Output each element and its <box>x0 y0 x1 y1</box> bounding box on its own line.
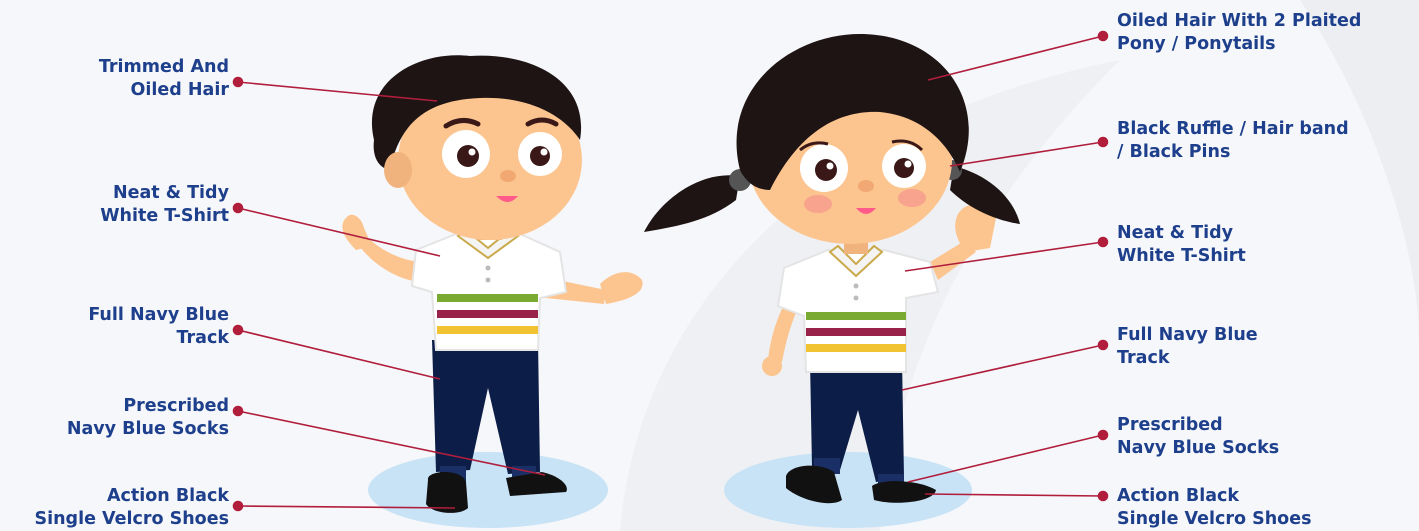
leader-dot-girl-socks <box>1099 431 1108 440</box>
label-girl-hairband-line2: / Black Pins <box>1117 141 1349 164</box>
label-girl-hairband: Black Ruffle / Hair band / Black Pins <box>1117 118 1349 164</box>
girl-ponytail-left <box>644 175 740 232</box>
label-boy-shirt-line2: White T-Shirt <box>100 205 229 228</box>
label-girl-socks: Prescribed Navy Blue Socks <box>1117 414 1279 460</box>
leader-dot-boy-socks <box>234 407 243 416</box>
label-girl-hairband-line1: Black Ruffle / Hair band <box>1117 118 1349 141</box>
boy-stripe-green <box>437 294 538 302</box>
girl-cheek-right <box>898 189 926 207</box>
girl-cheek-left <box>804 195 832 213</box>
label-girl-shirt-line2: White T-Shirt <box>1117 245 1246 268</box>
label-girl-shoes-line2: Single Velcro Shoes <box>1117 508 1312 531</box>
label-boy-track: Full Navy Blue Track <box>88 304 229 350</box>
label-girl-hair-line1: Oiled Hair With 2 Plaited <box>1117 10 1361 33</box>
leader-dot-boy-shoes <box>234 502 243 511</box>
boy-hand-right <box>600 272 643 304</box>
girl-stripe-yellow <box>806 344 906 352</box>
label-boy-track-line2: Track <box>88 327 229 350</box>
label-boy-hair-line2: Oiled Hair <box>99 79 229 102</box>
label-boy-hair: Trimmed And Oiled Hair <box>99 56 229 102</box>
boy-figure <box>342 55 642 528</box>
label-girl-track: Full Navy Blue Track <box>1117 324 1258 370</box>
label-girl-track-line2: Track <box>1117 347 1258 370</box>
label-boy-socks-line2: Navy Blue Socks <box>67 418 229 441</box>
boy-shoe-left <box>426 472 468 513</box>
label-boy-hair-line1: Trimmed And <box>99 56 229 79</box>
leader-dot-girl-hairband <box>1099 138 1108 147</box>
boy-stripe-maroon <box>437 310 538 318</box>
label-girl-hair-line2: Pony / Ponytails <box>1117 33 1361 56</box>
leader-line-girl-track <box>902 345 1103 390</box>
leader-dot-girl-shoes <box>1099 492 1108 501</box>
label-girl-track-line1: Full Navy Blue <box>1117 324 1258 347</box>
leader-dot-girl-track <box>1099 341 1108 350</box>
girl-stripe-green <box>806 312 906 320</box>
label-girl-shirt-line1: Neat & Tidy <box>1117 222 1246 245</box>
label-boy-socks-line1: Prescribed <box>67 395 229 418</box>
leader-line-boy-shirt <box>238 208 440 256</box>
label-boy-track-line1: Full Navy Blue <box>88 304 229 327</box>
label-boy-shoes: Action Black Single Velcro Shoes <box>35 485 230 531</box>
label-boy-socks: Prescribed Navy Blue Socks <box>67 395 229 441</box>
leader-line-boy-track <box>238 330 440 379</box>
label-boy-shirt: Neat & Tidy White T-Shirt <box>100 182 229 228</box>
leader-dot-boy-shirt <box>234 204 243 213</box>
boy-ear <box>384 152 412 188</box>
label-boy-shoes-line1: Action Black <box>35 485 230 508</box>
leader-line-girl-socks <box>908 435 1103 482</box>
label-girl-shoes: Action Black Single Velcro Shoes <box>1117 485 1312 531</box>
girl-nose <box>858 180 874 192</box>
leader-dot-girl-hair <box>1099 32 1108 41</box>
girl-stripe-maroon <box>806 328 906 336</box>
label-girl-socks-line1: Prescribed <box>1117 414 1279 437</box>
boy-hand-left <box>342 215 372 250</box>
label-girl-hair: Oiled Hair With 2 Plaited Pony / Ponytai… <box>1117 10 1361 56</box>
label-boy-shoes-line2: Single Velcro Shoes <box>35 508 230 531</box>
label-boy-shirt-line1: Neat & Tidy <box>100 182 229 205</box>
boy-nose <box>500 170 516 182</box>
leader-dot-girl-shirt <box>1099 238 1108 247</box>
label-girl-shoes-line1: Action Black <box>1117 485 1312 508</box>
label-girl-shirt: Neat & Tidy White T-Shirt <box>1117 222 1246 268</box>
label-girl-socks-line2: Navy Blue Socks <box>1117 437 1279 460</box>
boy-stripe-yellow <box>437 326 538 334</box>
leader-dot-boy-hair <box>234 78 243 87</box>
leader-dot-boy-track <box>234 326 243 335</box>
